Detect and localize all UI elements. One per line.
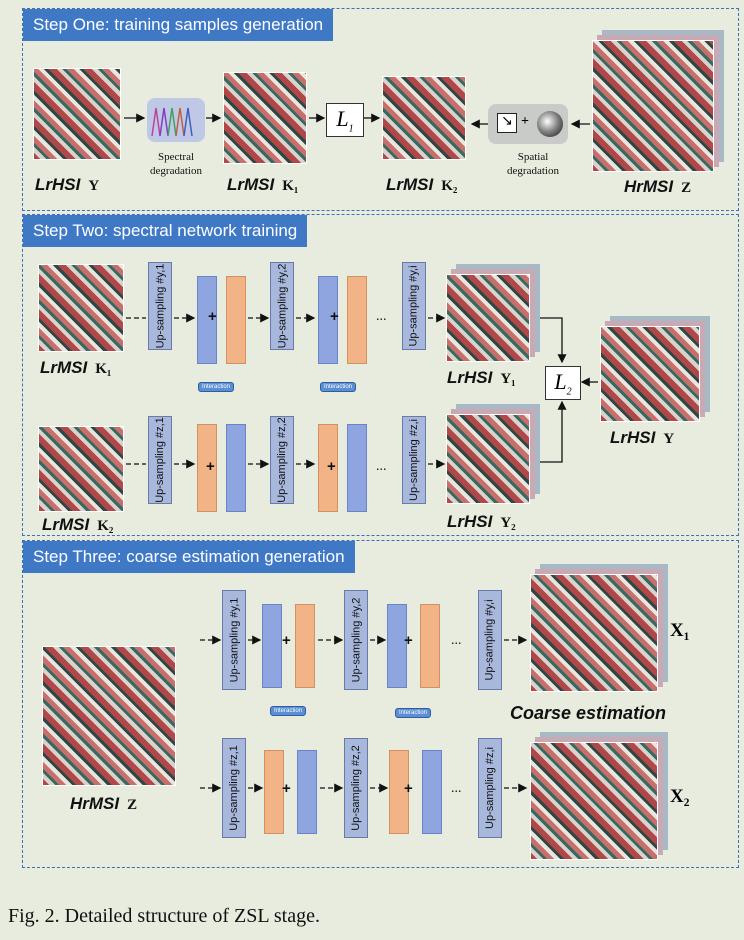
step-one-title: Step One: training samples generation [23,9,334,41]
blur-icon [537,111,563,137]
lrmsi-k2-input [38,426,124,512]
lrhsi-y1-output [446,274,530,362]
upsampling-y1: Up-sampling #y,1 [222,590,246,690]
upsampling-z1: Up-sampling #z,1 [148,416,172,504]
plus-icon: + [521,114,529,129]
block-orange [420,604,440,688]
loss-l1-box: L1 [326,103,364,137]
step-two-title: Step Two: spectral network training [23,215,308,247]
ellipsis: ... [376,309,387,324]
upsampling-zi: Up-sampling #z,i [402,416,426,504]
lrhsi-y-image [33,68,121,160]
block-blue [262,604,282,688]
figure-caption: Fig. 2. Detailed structure of ZSL stage. [8,905,320,927]
block-orange [295,604,315,688]
plus-sign: + [327,458,336,475]
plus-sign: + [208,308,217,325]
ellipsis: ... [451,781,462,796]
spatial-degradation-label: Spatial degradation [507,151,559,178]
interaction-module: Interaction [320,382,357,392]
upsampling-zi: Up-sampling #z,i [478,738,502,838]
hrmsi-z-image [592,40,714,172]
upsampling-z2: Up-sampling #z,2 [270,416,294,504]
flow-arrows [124,113,598,793]
ellipsis: ... [451,633,462,648]
lrhsi-y-target [600,326,700,422]
lrhsi-y2-output [446,414,530,504]
plus-sign: + [282,780,291,797]
plus-sign: + [404,780,413,797]
spectral-curves-icon [151,107,193,137]
upsampling-y2: Up-sampling #y,2 [344,590,368,690]
interaction-module: Interaction [270,706,307,716]
block-blue [347,424,367,512]
lrmsi-k1-input [38,264,124,352]
plus-sign: + [206,458,215,475]
block-orange [264,750,284,834]
ellipsis: ... [376,459,387,474]
downsample-icon: ↘ [497,113,517,133]
x2-coarse-image [530,742,658,860]
upsampling-z2: Up-sampling #z,2 [344,738,368,838]
upsampling-y1: Up-sampling #y,1 [148,262,172,350]
plus-sign: + [282,632,291,649]
lrmsi-k2-image [382,76,466,160]
x1-label: X₁ [670,620,690,641]
block-orange [318,424,338,512]
block-blue [318,276,338,364]
block-blue [297,750,317,834]
spectral-degradation-label: Spectral degradation [150,151,202,178]
hrmsi-z-input [42,646,176,786]
block-orange [197,424,217,512]
block-orange [226,276,246,364]
upsampling-y2: Up-sampling #y,2 [270,262,294,350]
loss-l2-box: L2 [545,366,581,400]
block-blue [197,276,217,364]
coarse-estimation-label: Coarse estimation [510,703,667,723]
interaction-module: Interaction [198,382,235,392]
block-blue [422,750,442,834]
step-three-title: Step Three: coarse estimation generation [23,541,355,573]
upsampling-yi: Up-sampling #y,i [478,590,502,690]
upsampling-z1: Up-sampling #z,1 [222,738,246,838]
lrmsi-k1-image [223,72,307,164]
block-orange [347,276,367,364]
block-orange [389,750,409,834]
x1-coarse-image [530,574,658,692]
upsampling-yi: Up-sampling #y,i [402,262,426,350]
x2-label: X₂ [670,786,690,807]
block-blue [387,604,407,688]
plus-sign: + [404,632,413,649]
plus-sign: + [330,308,339,325]
block-blue [226,424,246,512]
interaction-module: Interaction [395,708,432,718]
